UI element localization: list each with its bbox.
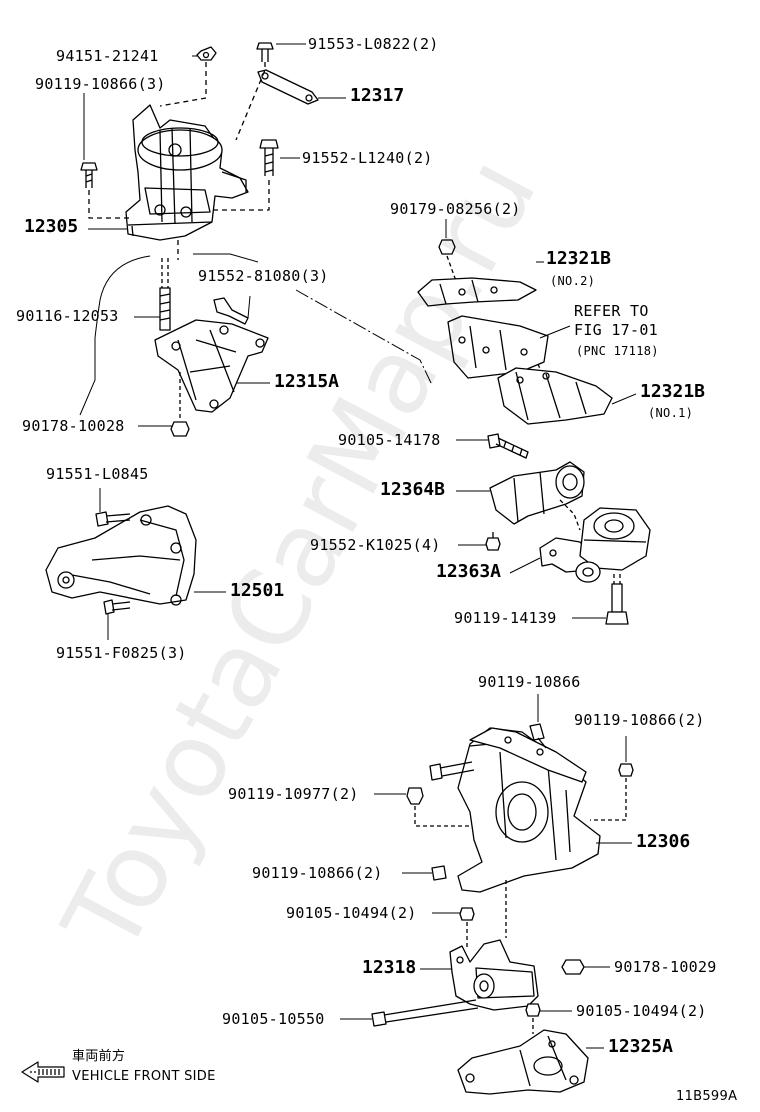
label-90119-14139: 90119-14139 xyxy=(454,609,557,627)
refer-note-line1: REFER TO xyxy=(574,302,649,320)
brackets-12321b-drawing xyxy=(417,239,613,425)
label-90119-10866-top: 90119-10866 xyxy=(478,673,581,691)
label-12315a: 12315A xyxy=(274,371,340,392)
bracket-12315a-drawing xyxy=(79,253,433,437)
label-90105-10494-lower: 90105-10494(2) xyxy=(576,1002,707,1020)
front-label-jp: 車両前方 xyxy=(72,1049,126,1064)
label-90105-14178: 90105-14178 xyxy=(338,431,441,449)
label-12321b-no1: 12321B xyxy=(640,381,706,402)
bracket-12325a-drawing xyxy=(457,1029,589,1095)
leader-lines xyxy=(83,43,637,1049)
label-12501: 12501 xyxy=(230,580,285,601)
label-12364b: 12364B xyxy=(380,479,446,500)
engine-mount-12305-drawing xyxy=(80,42,319,260)
label-12318: 12318 xyxy=(362,957,417,978)
label-91551-f0825: 91551-F0825(3) xyxy=(56,644,187,662)
label-90179-08256: 90179-08256(2) xyxy=(390,200,521,218)
label-91552-k1025: 91552-K1025(4) xyxy=(310,536,441,554)
vehicle-front-arrow-icon xyxy=(21,1061,65,1083)
label-90119-10866-qty3: 90119-10866(3) xyxy=(35,75,166,93)
label-90105-10494-upper: 90105-10494(2) xyxy=(286,904,417,922)
label-12325a: 12325A xyxy=(608,1036,674,1057)
label-90178-10028: 90178-10028 xyxy=(22,417,125,435)
label-90119-10977: 90119-10977(2) xyxy=(228,785,359,803)
label-94151-21241: 94151-21241 xyxy=(56,47,159,65)
label-12321b-no2: 12321B xyxy=(546,248,612,269)
label-91552-81080: 91552-81080(3) xyxy=(198,267,329,285)
label-12305: 12305 xyxy=(24,216,79,237)
bracket-12501-drawing xyxy=(45,505,197,615)
figure-code: 11B599A xyxy=(676,1089,738,1104)
label-12306: 12306 xyxy=(636,831,691,852)
label-12321b-no1-note: (NO.1) xyxy=(648,406,694,420)
front-label-en: VEHICLE FRONT SIDE xyxy=(72,1069,216,1084)
label-91551-l0845: 91551-L0845 xyxy=(46,465,149,483)
refer-note-line2: FIG 17-01 xyxy=(574,321,658,339)
label-12321b-no2-note: (NO.2) xyxy=(550,274,596,288)
label-90119-10866-right: 90119-10866(2) xyxy=(574,711,705,729)
refer-note-line3: (PNC 17118) xyxy=(576,344,659,358)
label-90119-10866-lower: 90119-10866(2) xyxy=(252,864,383,882)
label-12317: 12317 xyxy=(350,85,405,106)
mount-12364b-12363a-drawing xyxy=(485,433,651,625)
mount-bracket-12318-drawing xyxy=(371,939,585,1034)
label-90178-10029: 90178-10029 xyxy=(614,958,717,976)
label-91552-l1240: 91552-L1240(2) xyxy=(302,149,433,167)
transmission-mount-12306-drawing xyxy=(406,723,634,948)
label-90116-12053: 90116-12053 xyxy=(16,307,119,325)
label-90105-10550: 90105-10550 xyxy=(222,1010,325,1028)
label-12363a: 12363A xyxy=(436,561,502,582)
label-91553-l0822: 91553-L0822(2) xyxy=(308,35,439,53)
